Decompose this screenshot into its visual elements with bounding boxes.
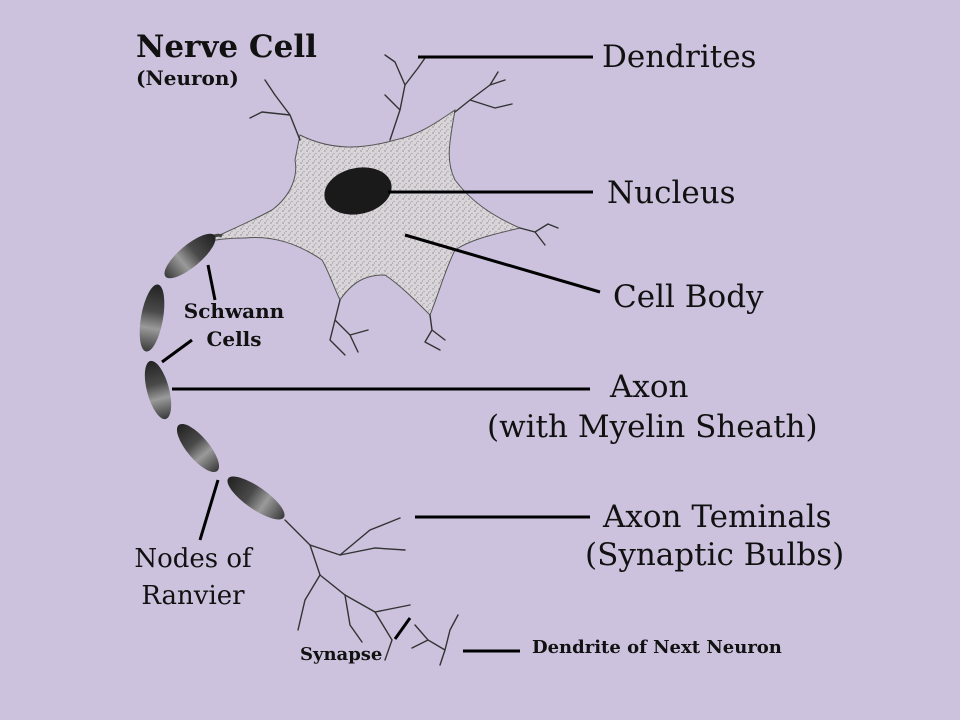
label-nodes-of: Nodes of xyxy=(134,544,252,574)
label-ranvier: Ranvier xyxy=(141,581,245,611)
nucleus-shape xyxy=(324,167,392,215)
myelin-sheath xyxy=(139,233,285,520)
dendrite-branches xyxy=(249,54,559,356)
diagram-title: Nerve Cell xyxy=(136,29,317,65)
label-axon-terminals: Axon Teminals xyxy=(603,499,832,535)
label-cell-body: Cell Body xyxy=(613,279,764,315)
label-next-dendrite: Dendrite of Next Neuron xyxy=(532,637,782,658)
label-axon: Axon xyxy=(610,369,689,405)
label-schwann: Schwann xyxy=(183,299,285,323)
label-synapse: Synapse xyxy=(300,644,383,665)
label-axon-myelin: (with Myelin Sheath) xyxy=(487,409,818,445)
axon-terminal-branches xyxy=(284,517,411,661)
next-neuron-dendrite xyxy=(411,614,459,666)
label-dendrites: Dendrites xyxy=(602,39,757,75)
diagram-subtitle: (Neuron) xyxy=(136,66,239,90)
leader-lines xyxy=(161,55,601,653)
label-synaptic-bulbs: (Synaptic Bulbs) xyxy=(585,537,845,573)
label-nucleus: Nucleus xyxy=(607,175,736,211)
label-schwann-cells: Cells xyxy=(206,327,262,351)
